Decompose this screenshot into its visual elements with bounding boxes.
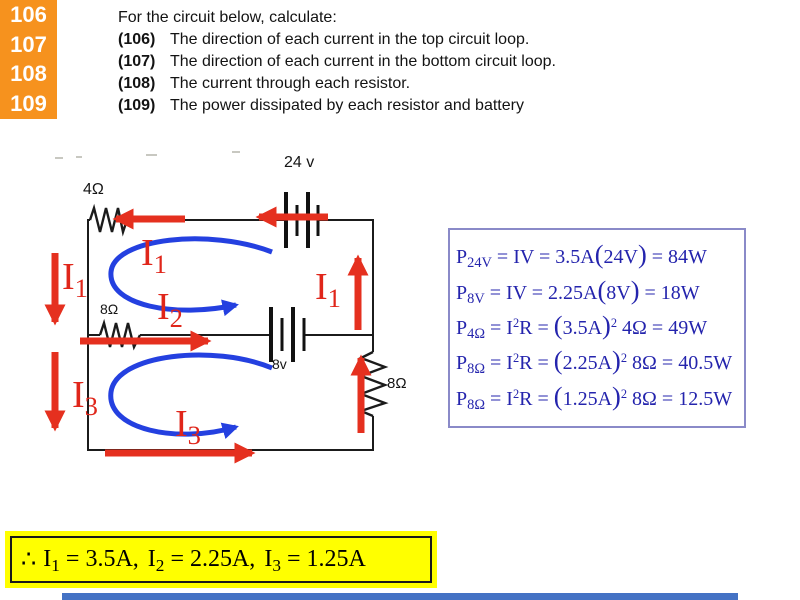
loop-arrows	[108, 236, 273, 439]
question-number-tab: 106 107 108 109	[0, 0, 57, 119]
artifact-dashes	[55, 151, 240, 159]
resistor-8ohm-right	[357, 350, 389, 418]
power-equations-panel: P24V = IV = 3.5A(24V) = 84W P8V = IV = 2…	[448, 228, 746, 428]
question-item-text: The power dissipated by each resistor an…	[170, 97, 524, 114]
current-label-i3-left: I3	[72, 374, 98, 421]
footer-bar	[62, 593, 738, 600]
question-item-text: The direction of each current in the bot…	[170, 53, 556, 70]
circuit-diagram	[44, 151, 389, 464]
current-label-i1-right: I1	[315, 266, 341, 313]
current-label-i2: I2	[157, 286, 183, 333]
equation-p8v: P8V = IV = 2.25A(8V) = 18W	[456, 274, 700, 307]
therefore-symbol: ∴	[21, 547, 37, 573]
question-item: (106) The direction of each current in t…	[118, 29, 556, 51]
battery-8v-label: 8v	[272, 356, 287, 372]
resistor-8ohm-right-label: 8Ω	[387, 375, 407, 392]
equation-p8ohm-2: P8Ω = I2R = (1.25A)2 8Ω = 12.5W	[456, 380, 733, 413]
question-item: (109) The power dissipated by each resis…	[118, 95, 556, 117]
question-item: (108) The current through each resistor.	[118, 73, 556, 95]
question-item-number: (109)	[118, 97, 156, 114]
resistor-4ohm-label: 4Ω	[83, 181, 104, 198]
battery-8v	[269, 307, 306, 362]
question-item: (107) The direction of each current in t…	[118, 51, 556, 73]
battery-24v-label: 24 v	[284, 154, 315, 171]
question-number: 107	[10, 31, 47, 57]
question-item-number: (107)	[118, 53, 156, 70]
equation-p4ohm: P4Ω = I2R = (3.5A)2 4Ω = 49W	[456, 309, 708, 343]
question-number: 109	[10, 90, 47, 116]
conclusion-i3: I3 = 1.25A	[264, 546, 366, 575]
equation-p8ohm-1: P8Ω = I2R = (2.25A)2 8Ω = 40.5W	[456, 345, 733, 378]
conclusion-i2: I2 = 2.25A,	[147, 546, 256, 575]
question-number: 106	[10, 2, 47, 27]
question-item-number: (106)	[118, 31, 156, 48]
question-number: 108	[10, 61, 47, 86]
current-label-i3-bottom: I3	[175, 403, 201, 450]
conclusion-highlight: ∴ I1 = 3.5A, I2 = 2.25A, I3 = 1.25A	[5, 531, 437, 588]
current-label-i1-left: I1	[62, 256, 88, 303]
conclusion-i1: I1 = 3.5A,	[43, 546, 139, 575]
conclusion-box: ∴ I1 = 3.5A, I2 = 2.25A, I3 = 1.25A	[10, 536, 432, 583]
current-label-i1-top: I1	[141, 232, 167, 279]
loop-arrow-top	[108, 236, 273, 317]
question-title: For the circuit below, calculate:	[118, 9, 337, 26]
resistor-8ohm-mid-label: 8Ω	[100, 301, 119, 317]
question-item-text: The current through each resistor.	[170, 75, 411, 92]
question-item-number: (108)	[118, 75, 156, 92]
equation-p24v: P24V = IV = 3.5A(24V) = 84W	[456, 239, 707, 272]
question-block: For the circuit below, calculate: (106) …	[118, 7, 556, 117]
question-item-text: The direction of each current in the top…	[170, 31, 530, 48]
current-direction-arrows	[44, 206, 372, 464]
loop-arrow-bottom	[108, 352, 273, 439]
